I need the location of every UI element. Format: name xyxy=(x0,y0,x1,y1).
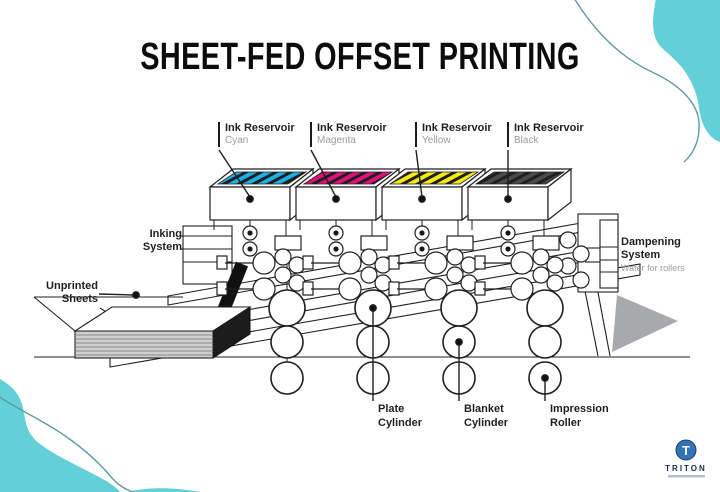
label-inking-system: Inking System xyxy=(142,228,182,253)
brand-name: TRITON xyxy=(665,464,707,473)
unprinted-leader xyxy=(98,291,140,299)
label-impression-roller: Impression Roller xyxy=(550,403,609,429)
printing-unit-2 xyxy=(302,220,392,395)
brand-logo: T TRITON xyxy=(665,439,707,478)
logo-circle-icon xyxy=(675,439,697,461)
plate-cylinder-1 xyxy=(268,289,306,327)
reservoir-box-black xyxy=(466,167,573,236)
decor-top-right-blob xyxy=(574,0,720,163)
label-ink-reservoir-yellow: Ink Reservoir Yellow xyxy=(415,122,508,147)
label-ink-reservoir-magenta: Ink Reservoir Magenta xyxy=(310,122,403,147)
reservoir-leaders xyxy=(218,149,512,203)
inking-frame xyxy=(181,225,233,285)
label-blanket-cylinder: Blanket Cylinder xyxy=(464,403,509,429)
decor-bottom-left-blob xyxy=(0,379,200,492)
blanket-cylinder-1 xyxy=(270,325,304,359)
delivery-line xyxy=(595,281,611,357)
cylinder-leaders xyxy=(369,304,549,401)
printing-unit-3 xyxy=(388,220,478,395)
page-title: SHEET-FED OFFSET PRINTING xyxy=(140,36,580,78)
logo-monogram: T xyxy=(682,443,690,458)
logo-tagline-rule xyxy=(668,475,705,478)
label-dampening-system: Dampening System Water for rollers xyxy=(621,236,685,273)
label-unprinted-sheets: Unprinted Sheets xyxy=(46,280,98,305)
impression-roller-1 xyxy=(270,361,304,395)
decor-curve-line-2 xyxy=(0,396,136,492)
blanket-cylinder-4 xyxy=(528,325,562,359)
plate-cylinder-3 xyxy=(440,289,478,327)
printing-unit-1 xyxy=(216,220,306,395)
decor-curve-line xyxy=(574,0,700,163)
label-ink-reservoir-cyan: Ink Reservoir Cyan xyxy=(218,122,311,147)
delivery-arrow-icon xyxy=(612,295,678,352)
paper-stack xyxy=(73,306,252,359)
label-ink-reservoir-black: Ink Reservoir Black xyxy=(507,122,600,147)
ink-tray-magenta xyxy=(302,171,394,185)
printing-unit-4 xyxy=(474,220,564,395)
ink-tray-black xyxy=(474,171,566,185)
plate-cylinder-4 xyxy=(526,289,564,327)
ink-tray-yellow xyxy=(388,171,480,185)
label-plate-cylinder: Plate Cylinder xyxy=(378,403,423,429)
dampening-rollers xyxy=(559,231,590,289)
